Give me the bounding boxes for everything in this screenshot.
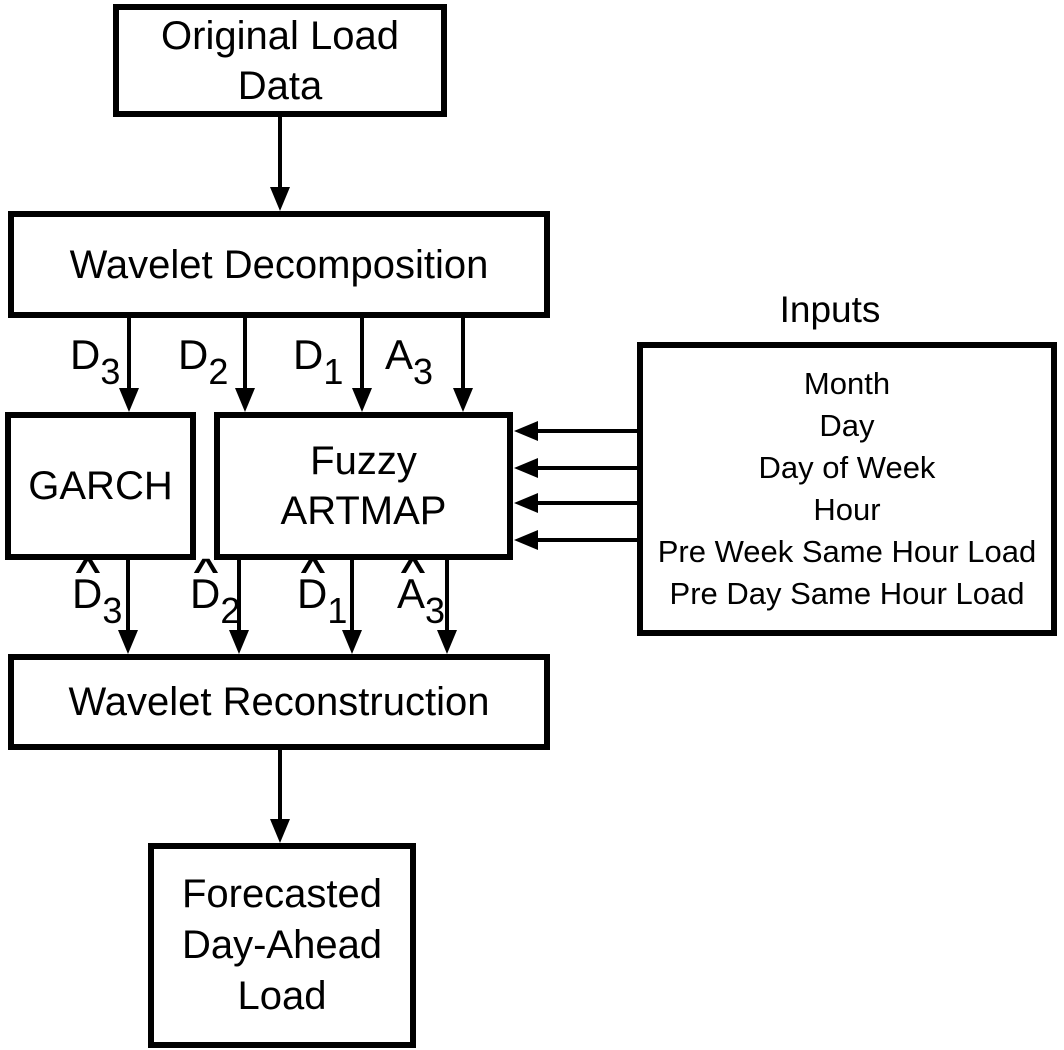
arrow-d1-to-fuzzy-artmap	[352, 318, 372, 412]
signal-subscript: 2	[220, 590, 241, 631]
inputs-item: Pre Week Same Hour Load	[657, 534, 1037, 569]
signal-subscript: 3	[413, 351, 434, 392]
hat-icon: ^	[74, 552, 102, 588]
hat-icon: ^	[192, 552, 220, 588]
signal-base: D	[297, 570, 328, 617]
garch-node: GARCH	[5, 412, 196, 560]
label-a3: A3	[385, 331, 433, 390]
inputs-item: Pre Day Same Hour Load	[669, 576, 1025, 611]
label-d3-hat: ^D3	[72, 554, 122, 629]
hat-icon: ^	[399, 552, 427, 588]
label-a3-hat: ^A3	[397, 554, 445, 629]
original-load-data-node: Original Load Data	[113, 4, 447, 117]
arrow-inputs-to-fuzzy-2	[514, 458, 639, 478]
signal-base: A	[397, 570, 426, 617]
node-label: GARCH	[28, 464, 173, 508]
inputs-item: Month	[803, 366, 891, 401]
arrow-inputs-to-fuzzy-3	[514, 493, 639, 513]
wavelet-decomposition-node: Wavelet Decomposition	[8, 211, 550, 318]
wavelet-reconstruction-node: Wavelet Reconstruction	[8, 654, 550, 750]
signal-base: D	[70, 331, 101, 378]
node-label: Fuzzy	[310, 439, 417, 483]
forecasted-day-ahead-load-node: Forecasted Day-Ahead Load	[148, 843, 416, 1048]
node-label: Data	[237, 63, 323, 108]
arrow-reconstruction-to-forecast	[270, 750, 290, 843]
signal-base: D	[178, 331, 209, 378]
inputs-item: Day	[819, 408, 875, 443]
signal-base: D	[293, 331, 324, 378]
label-d2: D2	[178, 331, 228, 390]
signal-base: D	[190, 570, 221, 617]
signal-subscript: 3	[425, 590, 446, 631]
signal-subscript: 1	[327, 590, 348, 631]
arrow-a3-to-fuzzy-artmap	[453, 318, 473, 412]
node-label: Load	[237, 974, 327, 1018]
label-d3: D3	[70, 331, 120, 390]
node-label: Wavelet Decomposition	[69, 242, 489, 287]
signal-subscript: 2	[208, 351, 229, 392]
node-label: Forecasted	[181, 872, 383, 916]
node-label: ARTMAP	[280, 489, 447, 533]
node-label: Wavelet Reconstruction	[68, 680, 490, 724]
label-d2-hat: ^D2	[190, 554, 240, 629]
arrow-original-to-decomposition	[270, 117, 290, 211]
hat-icon: ^	[299, 552, 327, 588]
label-d1-hat: ^D1	[297, 554, 347, 629]
inputs-item: Hour	[813, 492, 881, 527]
signal-subscript: 3	[102, 590, 123, 631]
fuzzy-artmap-node: Fuzzy ARTMAP	[214, 412, 513, 560]
arrow-inputs-to-fuzzy-1	[514, 421, 639, 441]
arrow-inputs-to-fuzzy-4	[514, 530, 639, 550]
signal-base: D	[72, 570, 103, 617]
signal-base: A	[385, 331, 414, 378]
arrow-d3-to-garch	[119, 318, 139, 412]
signal-subscript: 1	[323, 351, 344, 392]
node-label: Original Load	[161, 13, 399, 58]
label-d1: D1	[293, 331, 343, 390]
signal-subscript: 3	[100, 351, 121, 392]
arrow-d2-to-fuzzy-artmap	[235, 318, 255, 412]
inputs-panel: Month Day Day of Week Hour Pre Week Same…	[637, 342, 1057, 636]
node-label: Day-Ahead	[181, 923, 383, 967]
inputs-item: Day of Week	[758, 450, 936, 485]
inputs-panel-title: Inputs	[779, 289, 881, 330]
